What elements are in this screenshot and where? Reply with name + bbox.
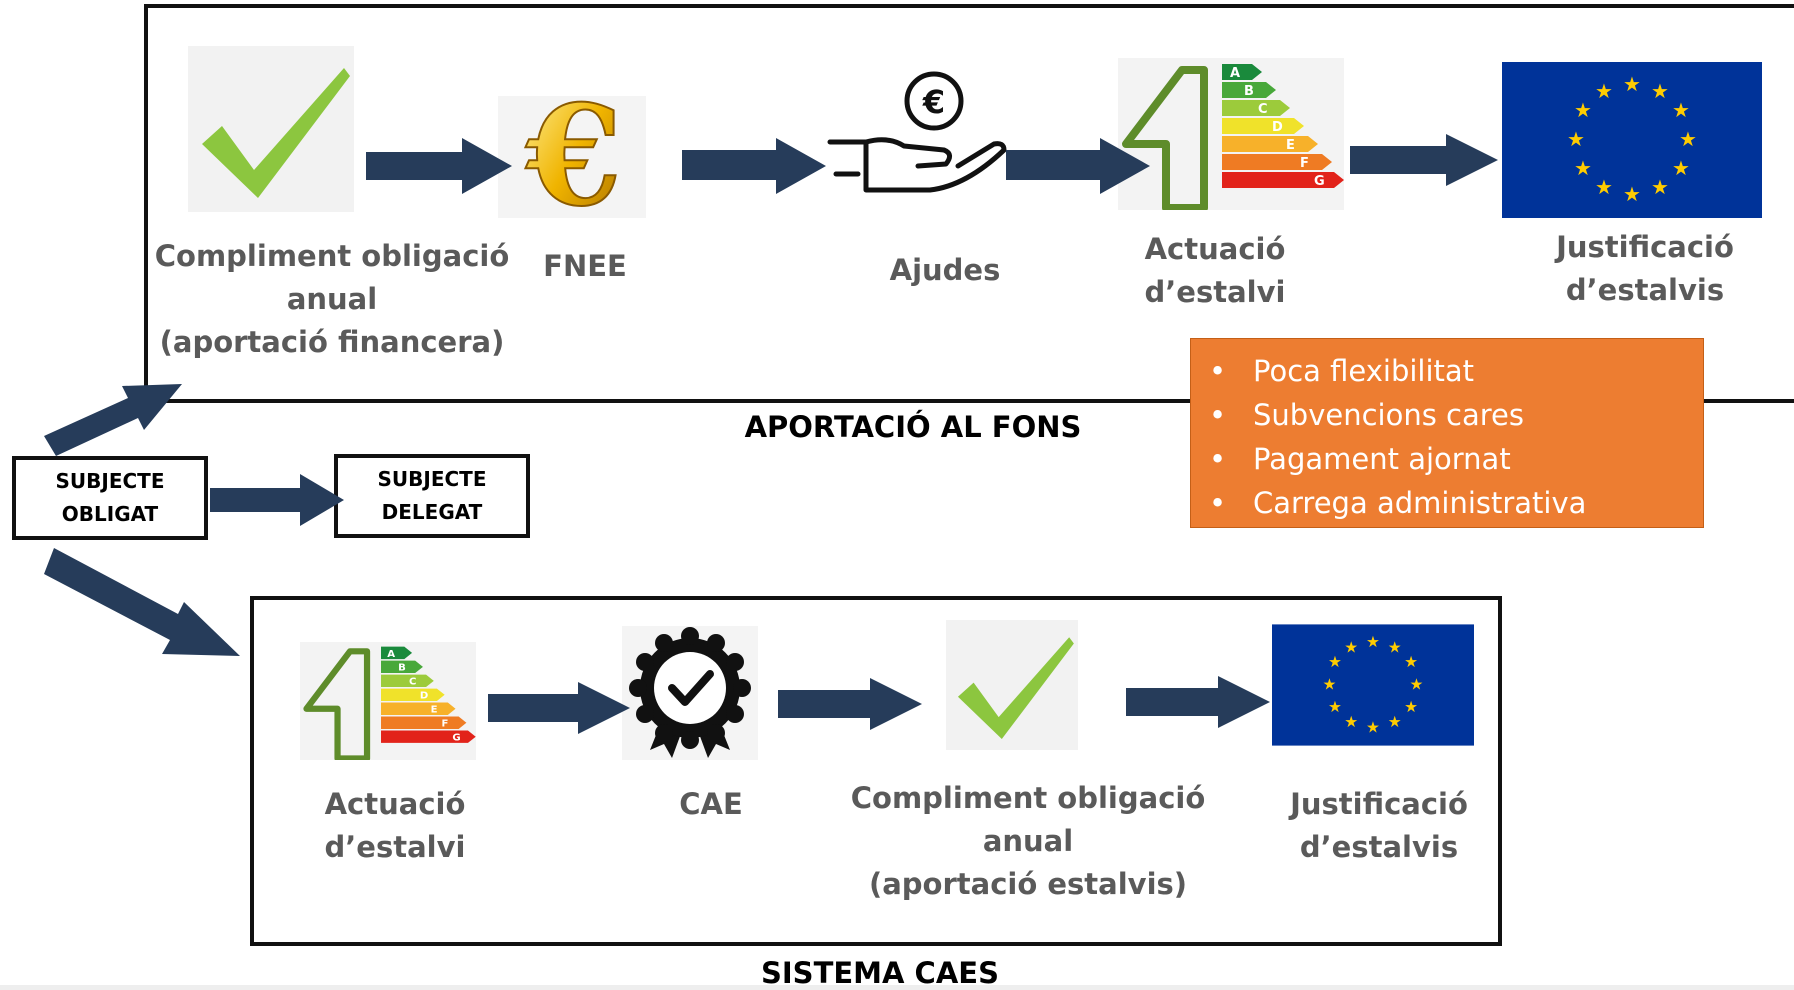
label-fnee: FNEE — [543, 249, 627, 283]
drawback-item: Poca flexibilitat — [1209, 349, 1703, 393]
svg-text:F: F — [1300, 156, 1309, 171]
svg-text:★: ★ — [1388, 713, 1402, 731]
svg-text:D: D — [1272, 120, 1283, 135]
svg-text:C: C — [1258, 102, 1268, 117]
svg-text:★: ★ — [1366, 633, 1380, 651]
svg-text:★: ★ — [1328, 653, 1342, 671]
label-justificacio-bottom: Justificació d’estalvis — [1290, 787, 1468, 864]
svg-text:★: ★ — [1328, 698, 1342, 716]
label-actuacio-top: Actuació d’estalvi — [1144, 232, 1286, 309]
svg-text:★: ★ — [1651, 79, 1669, 103]
svg-text:C: C — [409, 677, 416, 688]
euro-coin-icon: € — [498, 73, 646, 238]
drawback-item: Carrega administrativa — [1209, 481, 1703, 525]
label-compliment-estalvis: Compliment obligació anual (aportació es… — [850, 781, 1206, 901]
svg-text:€: € — [922, 83, 945, 121]
checkmark-icon — [188, 46, 354, 212]
hand-euro-icon: € — [826, 66, 1010, 206]
arrow-to-caes — [44, 548, 240, 656]
drawback-item: Subvencions cares — [1209, 393, 1703, 437]
energy-label-house-icon: A B C D E F G — [1118, 58, 1344, 212]
label-justificacio-top: Justificació d’estalvis — [1556, 230, 1734, 307]
svg-text:B: B — [398, 663, 406, 674]
svg-text:★: ★ — [1623, 182, 1641, 206]
bottom-strip — [0, 985, 1794, 990]
svg-text:B: B — [1244, 84, 1254, 99]
eu-flag-icon: ★★★ ★★★ ★★★ ★★★ — [1502, 62, 1762, 218]
svg-text:★: ★ — [1651, 175, 1669, 199]
svg-text:€: € — [525, 96, 622, 218]
drawback-item: Pagament ajornat — [1209, 437, 1703, 481]
drawbacks-note: Poca flexibilitat Subvencions cares Paga… — [1190, 338, 1704, 528]
svg-text:★: ★ — [1679, 127, 1697, 151]
svg-text:★: ★ — [1623, 72, 1641, 96]
svg-text:E: E — [1286, 138, 1295, 153]
svg-text:★: ★ — [1567, 127, 1585, 151]
energy-label-house-icon: A B C D E F G — [300, 642, 476, 762]
svg-text:E: E — [431, 705, 438, 716]
svg-text:★: ★ — [1388, 638, 1402, 656]
svg-text:★: ★ — [1404, 698, 1418, 716]
title-aportacio-al-fons: APORTACIÓ AL FONS — [744, 410, 1082, 444]
eu-flag-icon: ★★★ ★★★ ★★★ ★★★ — [1272, 624, 1474, 746]
svg-text:★: ★ — [1595, 175, 1613, 199]
svg-text:★: ★ — [1672, 98, 1690, 122]
svg-text:F: F — [442, 719, 449, 730]
certificate-badge-icon — [622, 626, 758, 760]
svg-text:★: ★ — [1404, 653, 1418, 671]
label-cae: CAE — [679, 787, 743, 821]
svg-text:D: D — [420, 691, 428, 702]
svg-text:★: ★ — [1366, 718, 1380, 736]
svg-text:★: ★ — [1595, 79, 1613, 103]
svg-text:A: A — [387, 649, 395, 660]
svg-text:G: G — [1314, 174, 1325, 189]
label-actuacio-bottom: Actuació d’estalvi — [324, 787, 466, 864]
svg-text:★: ★ — [1323, 676, 1337, 694]
checkmark-icon — [946, 620, 1078, 750]
arrow-to-delegat — [210, 474, 344, 526]
label-ajudes: Ajudes — [889, 253, 1001, 287]
svg-text:★: ★ — [1344, 713, 1358, 731]
svg-text:★: ★ — [1344, 638, 1358, 656]
svg-text:A: A — [1230, 66, 1240, 81]
title-sistema-caes: SISTEMA CAES — [761, 956, 999, 990]
svg-text:★: ★ — [1574, 156, 1592, 180]
svg-text:G: G — [452, 733, 460, 744]
svg-text:★: ★ — [1574, 98, 1592, 122]
svg-text:★: ★ — [1672, 156, 1690, 180]
label-compliment-financera: Compliment obligació anual (aportació fi… — [154, 239, 510, 359]
svg-text:★: ★ — [1410, 676, 1424, 694]
